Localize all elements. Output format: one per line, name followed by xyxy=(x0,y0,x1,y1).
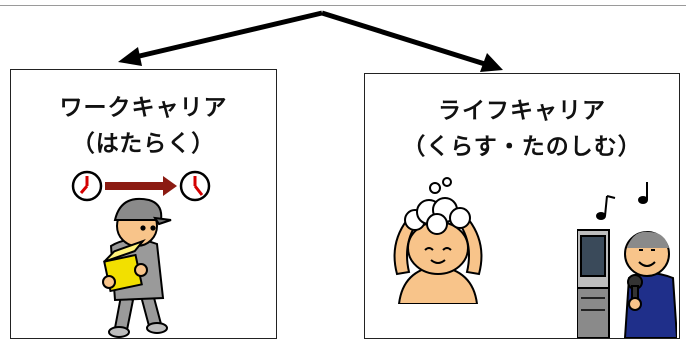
arrowhead-right xyxy=(480,53,503,72)
child-washing-hair-icon xyxy=(393,177,483,304)
music-note-icon xyxy=(596,195,616,220)
work-career-box: ワークキャリア （はたらく） xyxy=(10,69,277,339)
karaoke-illustration xyxy=(577,182,677,338)
karaoke-singer-icon xyxy=(623,231,677,338)
worker-carrying-box-icon xyxy=(102,198,172,338)
child-washing-hair-illustration xyxy=(393,177,483,304)
clock-icon xyxy=(71,170,103,202)
branch-arrows xyxy=(118,10,503,72)
music-note-icon xyxy=(638,182,648,204)
television-icon xyxy=(577,229,610,338)
arrow-right-icon xyxy=(105,176,177,196)
work-career-title: ワークキャリア xyxy=(59,95,228,121)
life-career-subtitle: （くらす・たのしむ） xyxy=(402,134,642,160)
arrowhead-left xyxy=(118,47,142,66)
top-divider xyxy=(0,5,686,6)
arrow-to-work xyxy=(130,10,323,61)
clock-icon xyxy=(179,170,211,202)
arrow-to-life xyxy=(321,10,489,68)
life-career-title: ライフキャリア xyxy=(438,98,606,124)
work-career-subtitle: （はたらく） xyxy=(71,131,216,157)
life-career-box: ライフキャリア （くらす・たのしむ） xyxy=(364,73,680,339)
worker-illustration xyxy=(71,170,211,338)
